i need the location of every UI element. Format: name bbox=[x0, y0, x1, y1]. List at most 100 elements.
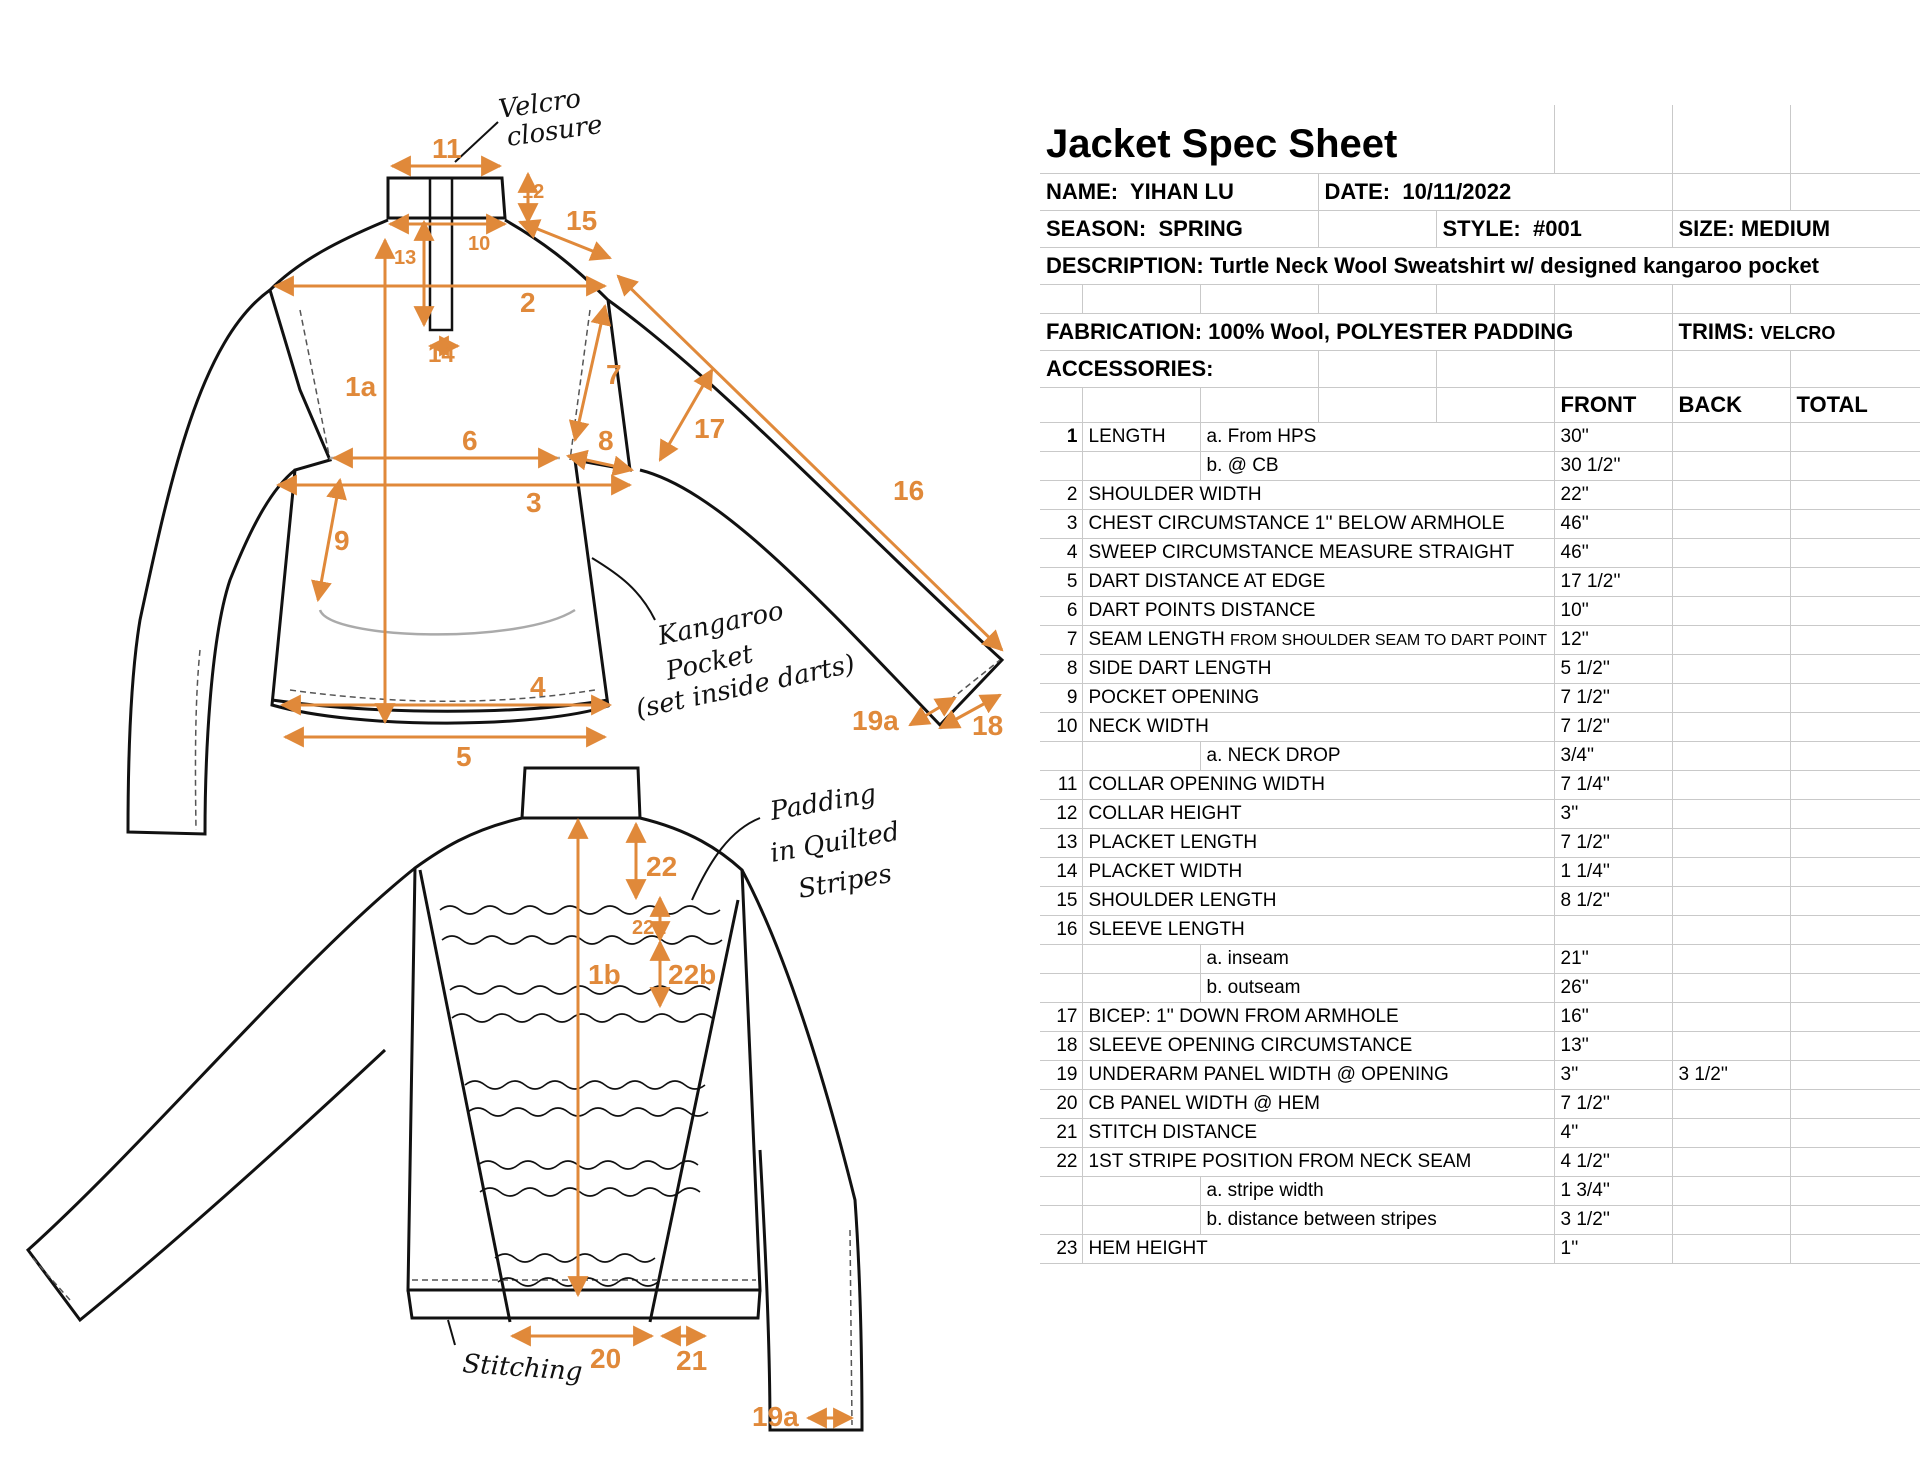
row-back-value bbox=[1672, 1031, 1791, 1061]
row-number bbox=[1040, 451, 1083, 481]
row-measurement bbox=[1082, 944, 1201, 974]
row-number: 3 bbox=[1040, 509, 1083, 539]
row-back-value bbox=[1672, 625, 1791, 655]
row-total-value bbox=[1790, 1089, 1920, 1119]
kangaroo-pocket-outline bbox=[318, 608, 576, 636]
spec-table: Jacket Spec Sheet NAME: YIHAN LU DATE: 1… bbox=[1040, 105, 1920, 1264]
row-measurement-text: UNDERARM PANEL WIDTH @ OPENING bbox=[1088, 1064, 1449, 1085]
row-measurement: SHOULDER WIDTH bbox=[1082, 480, 1555, 510]
row-front-value: 3 1/2'' bbox=[1554, 1205, 1673, 1235]
name-value: YIHAN LU bbox=[1129, 179, 1234, 204]
row-measurement: BICEP: 1'' DOWN FROM ARMHOLE bbox=[1082, 1002, 1555, 1032]
row-back-value bbox=[1672, 1002, 1791, 1032]
row-total-value bbox=[1790, 1205, 1920, 1235]
row-measurement-text: SHOULDER WIDTH bbox=[1088, 484, 1262, 505]
row-back-value bbox=[1672, 973, 1791, 1003]
row-front-value: 3'' bbox=[1554, 799, 1673, 829]
row-measurement: PLACKET WIDTH bbox=[1082, 857, 1555, 887]
row-number: 14 bbox=[1040, 857, 1083, 887]
label-22: 22 bbox=[646, 851, 677, 882]
row-number: 11 bbox=[1040, 770, 1083, 800]
row-number: 20 bbox=[1040, 1089, 1083, 1119]
row-sub-measurement: b. outseam bbox=[1200, 973, 1555, 1003]
trims-value: VELCRO bbox=[1760, 323, 1836, 343]
front-body-outline bbox=[268, 218, 632, 725]
row-total-value bbox=[1790, 828, 1920, 858]
row-back-value bbox=[1672, 886, 1791, 916]
row-number: 16 bbox=[1040, 915, 1083, 945]
row-total-value bbox=[1790, 886, 1920, 916]
season-value: SPRING bbox=[1158, 216, 1243, 241]
row-measurement: NECK WIDTH bbox=[1082, 712, 1555, 742]
label-11: 11 bbox=[432, 133, 462, 164]
row-sub-measurement: a. stripe width bbox=[1200, 1176, 1555, 1206]
row-number: 10 bbox=[1040, 712, 1083, 742]
row-measurement-text: DART POINTS DISTANCE bbox=[1088, 600, 1316, 621]
row-front-value: 26'' bbox=[1554, 973, 1673, 1003]
label-10: 10 bbox=[468, 233, 490, 255]
row-sub-measurement: a. From HPS bbox=[1200, 422, 1555, 452]
row-back-value bbox=[1672, 596, 1791, 626]
row-back-value bbox=[1672, 944, 1791, 974]
row-number bbox=[1040, 1205, 1083, 1235]
row-number: 22 bbox=[1040, 1147, 1083, 1177]
row-back-value bbox=[1672, 509, 1791, 539]
row-measurement: SIDE DART LENGTH bbox=[1082, 654, 1555, 684]
sheet-title: Jacket Spec Sheet bbox=[1040, 105, 1436, 174]
label-8: 8 bbox=[598, 425, 614, 456]
row-sub-measurement: b. @ CB bbox=[1200, 451, 1555, 481]
row-measurement: DART DISTANCE AT EDGE bbox=[1082, 567, 1555, 597]
row-measurement-text: COLLAR HEIGHT bbox=[1088, 803, 1242, 824]
note-stitching: Stitching bbox=[462, 1349, 584, 1387]
row-measurement-text: POCKET OPENING bbox=[1088, 687, 1260, 708]
row-back-value bbox=[1672, 1089, 1791, 1119]
row-measurement-text: SLEEVE LENGTH bbox=[1088, 919, 1245, 940]
row-sub-measurement: a. inseam bbox=[1200, 944, 1555, 974]
row-back-value bbox=[1672, 712, 1791, 742]
label-20: 20 bbox=[590, 1343, 621, 1374]
row-total-value bbox=[1790, 857, 1920, 887]
label-12: 12 bbox=[522, 181, 544, 203]
row-number: 7 bbox=[1040, 625, 1083, 655]
date-cell: DATE: 10/11/2022 bbox=[1318, 173, 1673, 211]
row-back-value bbox=[1672, 480, 1791, 510]
row-total-value bbox=[1790, 741, 1920, 771]
row-front-value: 10'' bbox=[1554, 596, 1673, 626]
row-front-value bbox=[1554, 915, 1673, 945]
row-measurement-text: STITCH DISTANCE bbox=[1088, 1122, 1258, 1143]
style-cell: STYLE: #001 bbox=[1436, 210, 1673, 248]
back-cb-panel-left bbox=[418, 869, 512, 1323]
row-front-value: 1 3/4'' bbox=[1554, 1176, 1673, 1206]
row-front-value: 3/4'' bbox=[1554, 741, 1673, 771]
label-9: 9 bbox=[334, 525, 350, 556]
row-number: 5 bbox=[1040, 567, 1083, 597]
fabrication-cell: FABRICATION: 100% Wool, POLYESTER PADDIN… bbox=[1040, 313, 1573, 351]
row-measurement-text: PLACKET WIDTH bbox=[1088, 861, 1243, 882]
row-number: 19 bbox=[1040, 1060, 1083, 1090]
row-back-value bbox=[1672, 741, 1791, 771]
label-1b: 1b bbox=[588, 959, 621, 990]
row-measurement: PLACKET LENGTH bbox=[1082, 828, 1555, 858]
row-total-value bbox=[1790, 567, 1920, 597]
note-stripes: Stripes bbox=[796, 859, 894, 905]
row-front-value: 7 1/2'' bbox=[1554, 828, 1673, 858]
row-measurement: SLEEVE LENGTH bbox=[1082, 915, 1555, 945]
row-measurement bbox=[1082, 451, 1201, 481]
row-sub-measurement: b. distance between stripes bbox=[1200, 1205, 1555, 1235]
row-back-value bbox=[1672, 1234, 1791, 1264]
row-total-value bbox=[1790, 683, 1920, 713]
trims-cell: TRIMS: VELCRO bbox=[1672, 313, 1920, 351]
row-total-value bbox=[1790, 1118, 1920, 1148]
row-measurement-text: DART DISTANCE AT EDGE bbox=[1088, 571, 1326, 592]
row-number bbox=[1040, 741, 1083, 771]
row-total-value bbox=[1790, 538, 1920, 568]
row-measurement-text: COLLAR OPENING WIDTH bbox=[1088, 774, 1325, 795]
spec-sheet: Jacket Spec Sheet NAME: YIHAN LU DATE: 1… bbox=[1040, 105, 1920, 1264]
